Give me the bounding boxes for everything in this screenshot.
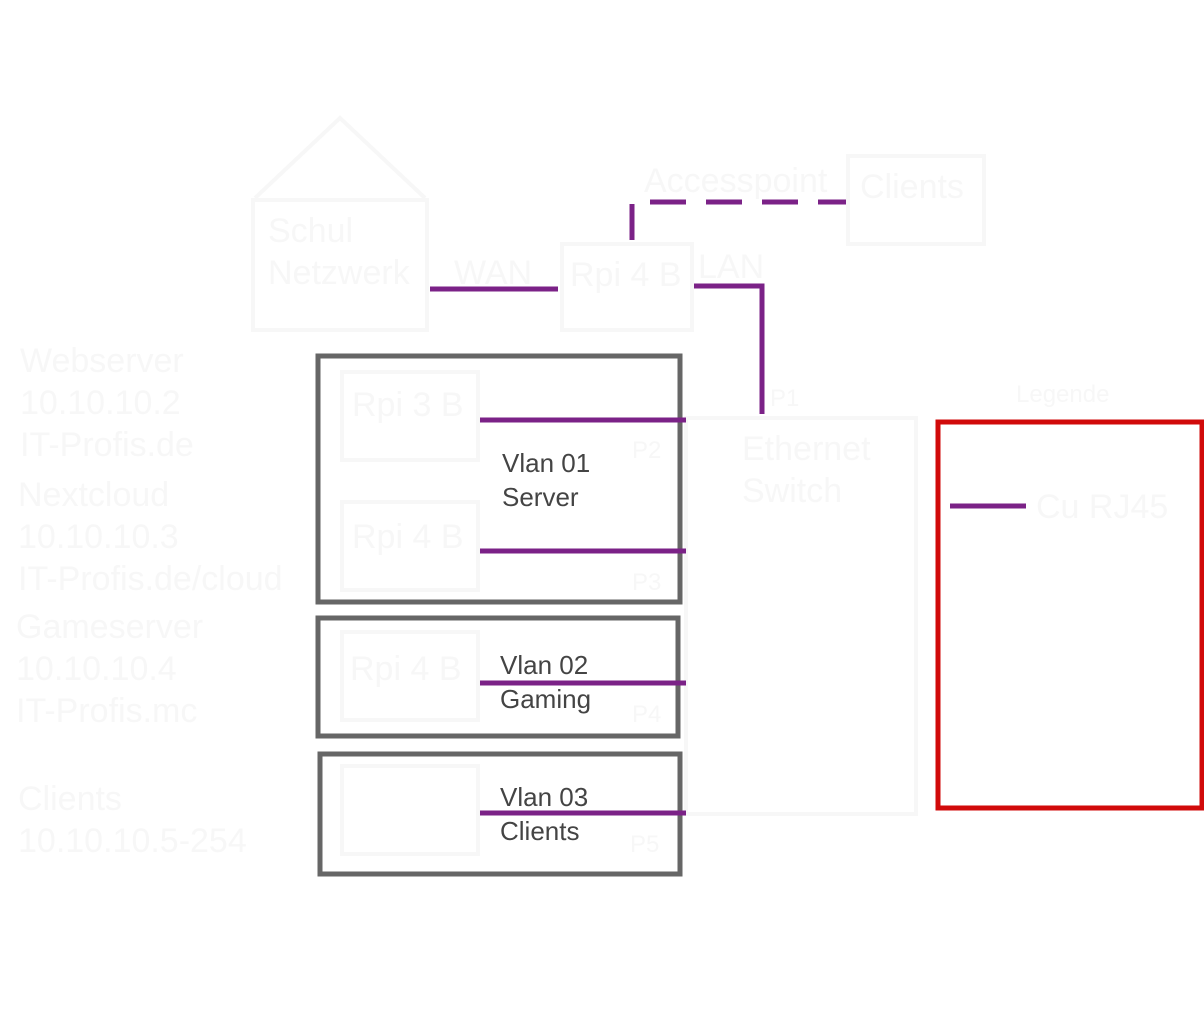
legend-title: Legende <box>1016 381 1110 408</box>
clients-name: Clients <box>18 780 122 818</box>
device-box-rpi4b-cloud <box>340 500 480 592</box>
house-roof <box>253 115 427 200</box>
webserver-domain: IT-Profis.de <box>20 426 194 464</box>
wan-label: WAN <box>454 254 533 292</box>
gameserver-name: Gameserver <box>16 608 204 646</box>
port-label-p1: P1 <box>770 385 800 412</box>
device-label-rpi4b-cloud: Rpi 4 B <box>352 518 464 556</box>
switch-label-line1: Ethernet <box>742 430 871 468</box>
nextcloud-name: Nextcloud <box>18 476 170 514</box>
vlan01-label-line1: Vlan 01 <box>502 448 591 478</box>
vlan03-label-line2: Clients <box>500 816 580 846</box>
vlan02-label-line2: Gaming <box>500 684 592 714</box>
nextcloud-ip: 10.10.10.3 <box>18 518 179 556</box>
gameserver-ip: 10.10.10.4 <box>16 650 177 688</box>
legend-frame <box>935 419 1204 811</box>
router-box <box>560 242 694 332</box>
house-label-line1: Schul <box>268 212 354 250</box>
router-label: Rpi 4 B <box>570 256 682 294</box>
vlan02-label-line1: Vlan 02 <box>500 650 589 680</box>
accesspoint-label: Accesspoint <box>644 162 828 200</box>
wifi-clients-box <box>846 154 986 246</box>
cable-wifi-dashed <box>629 199 846 240</box>
device-label-rpi4b-gaming: Rpi 4 B <box>350 650 462 688</box>
device-box-rpi3b <box>340 370 480 462</box>
switch-label-line2: Switch <box>742 472 843 510</box>
device-box-rpi4b-gaming <box>340 630 480 722</box>
nextcloud-domain: IT-Profis.de/cloud <box>18 560 283 598</box>
webserver-ip: 10.10.10.2 <box>20 384 181 422</box>
legend-cable-label: Cu RJ45 <box>1036 488 1169 526</box>
port-label-p3: P3 <box>632 569 662 596</box>
wifi-clients-label: Clients <box>860 168 964 206</box>
device-box-clients <box>340 764 480 856</box>
house-body <box>251 198 429 332</box>
ethernet-switch-box <box>684 416 918 816</box>
device-label-rpi3b: Rpi 3 B <box>352 386 464 424</box>
vlan02-frame <box>315 615 681 739</box>
house-label-line2: Netzwerk <box>268 254 410 292</box>
vlan01-label-line2: Server <box>502 482 579 512</box>
vlan01-frame <box>315 353 683 605</box>
port-label-p2: P2 <box>632 437 662 464</box>
port-label-p4: P4 <box>632 701 662 728</box>
webserver-name: Webserver <box>20 342 184 380</box>
clients-ip: 10.10.10.5-254 <box>18 822 247 860</box>
cable-lan <box>694 283 765 414</box>
vlan03-label-line1: Vlan 03 <box>500 782 589 812</box>
port-label-p5: P5 <box>630 831 660 858</box>
gameserver-domain: IT-Profis.mc <box>16 692 198 730</box>
lan-label: LAN <box>698 248 765 286</box>
